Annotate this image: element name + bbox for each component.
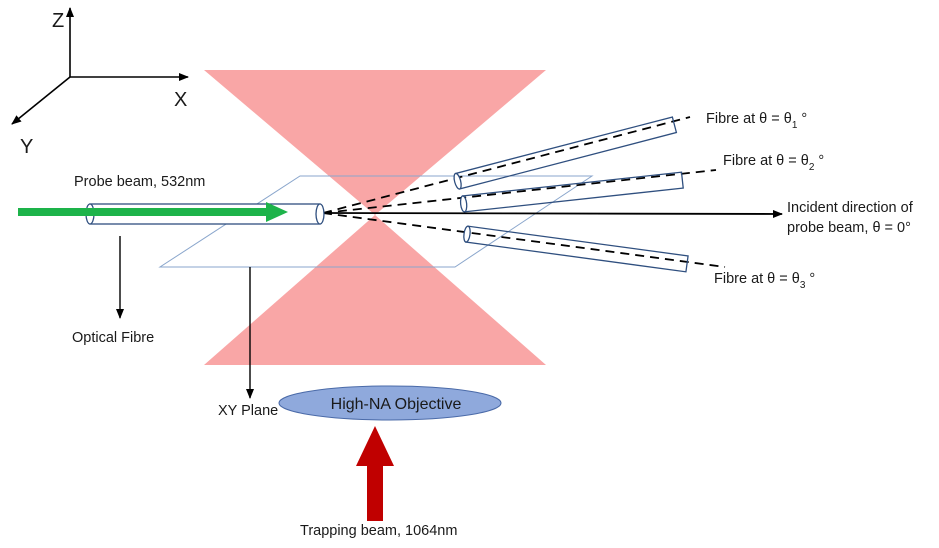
fibre-3-label: Fibre at θ = θ3 ° <box>714 271 815 291</box>
fibre-3-label-suffix: ° <box>805 271 815 287</box>
objective-label: High-NA Objective <box>331 396 462 413</box>
xy-plane-label: XY Plane <box>218 403 278 419</box>
incident-direction-label-line2: probe beam, θ = 0° <box>787 220 911 236</box>
fibre-2-label-sub: 2 <box>809 162 815 173</box>
x-axis-label: X <box>174 89 187 111</box>
coordinate-axes: Z X Y <box>11 7 189 158</box>
fibre-1-line <box>322 116 691 214</box>
fibre-2-label-prefix: Fibre at θ = θ <box>723 153 809 169</box>
fibre-1-label: Fibre at θ = θ1 ° <box>706 111 807 131</box>
y-axis <box>11 76 71 125</box>
fibre-3-line <box>322 212 726 268</box>
probe-beam-arrow <box>18 202 288 222</box>
fibre-2-line <box>322 169 717 214</box>
y-axis-label: Y <box>20 136 33 158</box>
trap-cone-upper <box>204 70 546 215</box>
objective-lens <box>278 385 502 421</box>
fibre-cylinder-1 <box>453 116 678 190</box>
fibre-1-label-suffix: ° <box>797 111 807 127</box>
incident-direction-arrow <box>322 209 783 218</box>
probe-beam-label: Probe beam, 532nm <box>74 174 205 190</box>
fibre-cylinder-3 <box>463 225 689 273</box>
fibre-2-label: Fibre at θ = θ2 ° <box>723 153 824 173</box>
fibre-1-label-sub: 1 <box>792 120 798 131</box>
trapping-beam-arrow <box>356 426 394 521</box>
trapping-beam-label: Trapping beam, 1064nm <box>300 523 457 539</box>
trap-cone-lower <box>204 215 546 365</box>
fibre-lines <box>322 116 726 268</box>
fibre-3-label-prefix: Fibre at θ = θ <box>714 271 800 287</box>
xy-plane <box>158 175 594 268</box>
optical-fibre-label: Optical Fibre <box>72 330 154 346</box>
fibre-3-label-sub: 3 <box>800 280 806 291</box>
z-axis-label: Z <box>52 10 64 32</box>
fibre-2-label-suffix: ° <box>814 153 824 169</box>
incident-direction-label-line1: Incident direction of <box>787 200 914 216</box>
fibre-cylinder-2 <box>459 171 684 213</box>
fibre-1-label-prefix: Fibre at θ = θ <box>706 111 792 127</box>
